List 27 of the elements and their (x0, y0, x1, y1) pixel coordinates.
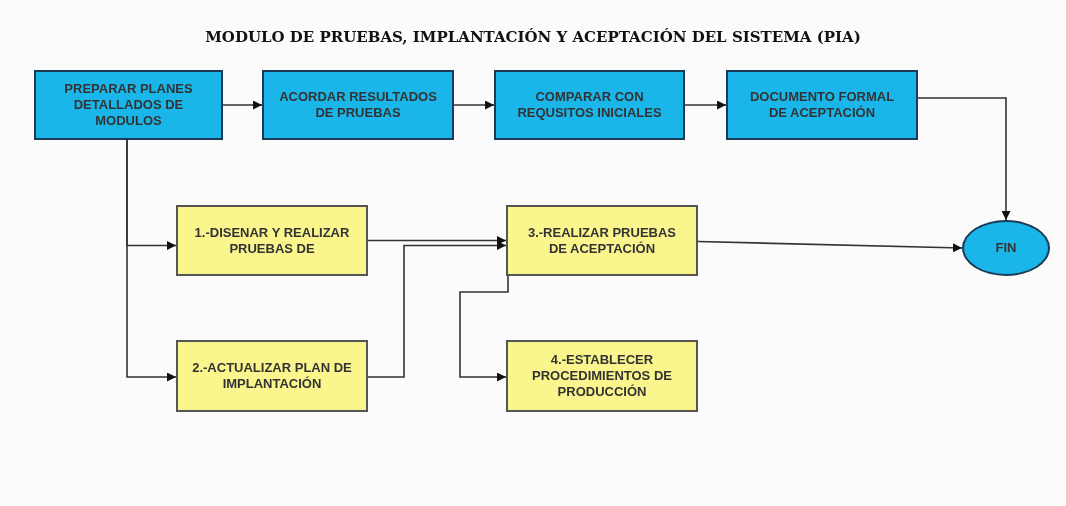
arrow (917, 97, 1011, 221)
arrow (453, 100, 495, 110)
arrow (367, 241, 507, 378)
box-label: 3.-REALIZAR PRUEBAS DE ACEPTACIÓN (526, 224, 678, 257)
box-label: 1.-DISENAR Y REALIZAR PRUEBAS DE (193, 224, 351, 257)
box-label: 2.-ACTUALIZAR PLAN DE IMPLANTACIÓN (191, 360, 353, 392)
process-box (176, 340, 368, 412)
arrow (126, 139, 177, 382)
box-label: COMPARAR CON REQUSITOS INICIALES (516, 89, 663, 121)
box-label: 4.-ESTABLECER PROCEDIMIENTOS DE PRODUCCIÓN (531, 352, 673, 400)
process-box (506, 340, 698, 412)
arrow (459, 275, 509, 382)
box-label: FIN (994, 240, 1018, 256)
process-box (494, 70, 685, 140)
diagram-title: MODULO DE PRUEBAS, IMPLANTACIÓN Y ACEPTACIÓN DEL SISTEMA (PIA) (204, 28, 862, 46)
arrow (222, 100, 263, 110)
arrow (697, 240, 963, 253)
box-label: ACORDAR RESULTADOS DE PRUEBAS (278, 89, 438, 121)
box-label: PREPARAR PLANES DETALLADOS DE MODULOS (63, 81, 194, 129)
arrow (367, 236, 507, 245)
arrow (684, 100, 727, 110)
process-box (506, 205, 698, 276)
process-box (726, 70, 918, 140)
box-label: DOCUMENTO FORMAL DE ACEPTACIÓN (748, 89, 896, 121)
process-box (262, 70, 454, 140)
process-box (34, 70, 223, 140)
process-box (176, 205, 368, 276)
